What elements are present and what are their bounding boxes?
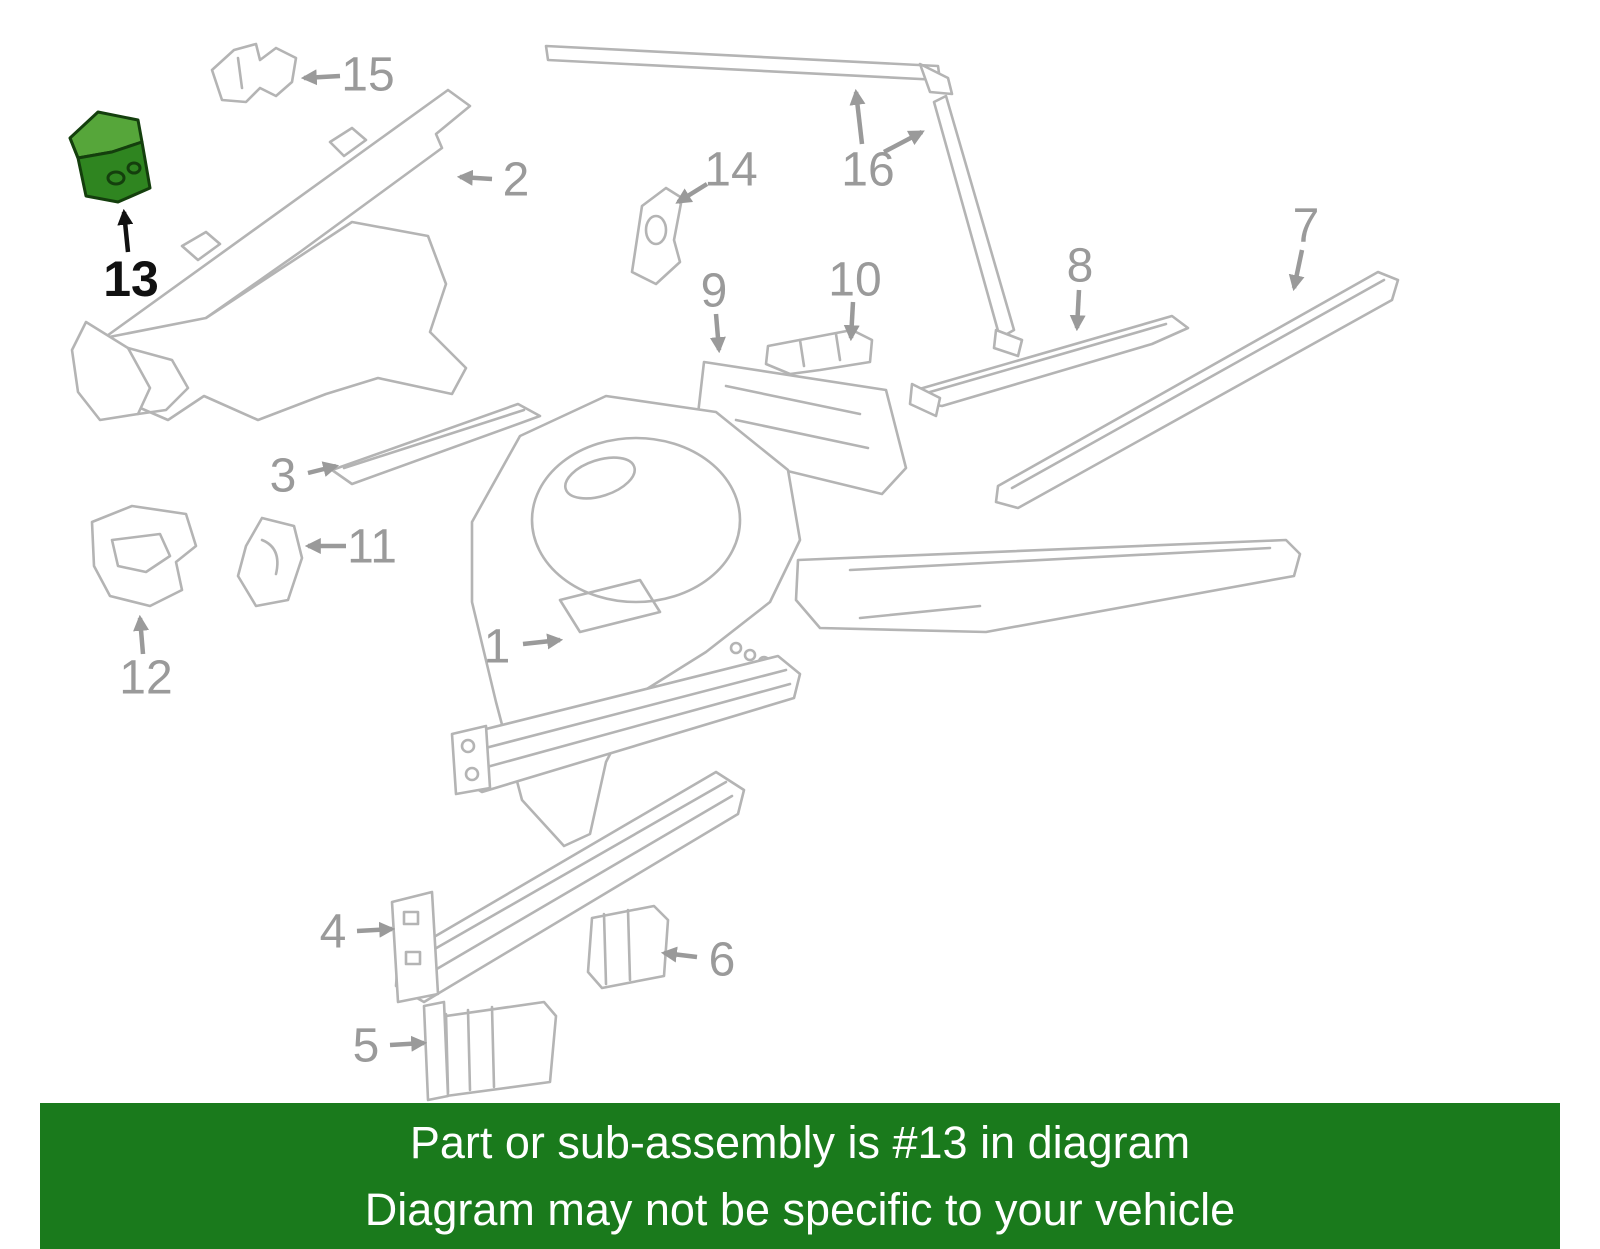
- callout-arrow-13: [117, 208, 134, 253]
- banner-line-1: Part or sub-assembly is #13 in diagram: [409, 1116, 1191, 1168]
- callout-arrow-16: [882, 130, 925, 154]
- part-7-outline: [994, 270, 1400, 510]
- part-16-outline: [544, 44, 1024, 358]
- part-3-outline: [330, 402, 542, 486]
- part-11-outline: [236, 516, 304, 608]
- callout-arrow-1: [522, 633, 564, 650]
- callout-arrow-9: [709, 313, 726, 354]
- part-5-outline: [422, 1000, 558, 1102]
- callout-arrow-3: [307, 461, 340, 477]
- callout-arrow-14: [675, 182, 709, 204]
- banner-line-2: Diagram may not be specific to your vehi…: [364, 1184, 1236, 1235]
- callout-arrow-16: [849, 88, 866, 145]
- callout-label-14: 14: [704, 144, 757, 197]
- callout-label-12: 12: [119, 652, 172, 705]
- callout-arrow-2: [456, 169, 493, 186]
- part-10-outline: [764, 328, 874, 376]
- callout-label-5: 5: [353, 1020, 380, 1073]
- part-13-edge: [68, 137, 80, 159]
- part-4-outline: [390, 770, 746, 1004]
- callout-arrow-10: [843, 301, 860, 342]
- part-13-hole: [126, 161, 142, 175]
- callout-label-11: 11: [347, 521, 397, 574]
- callout-arrows: [117, 69, 1305, 1052]
- callout-label-7: 7: [1293, 200, 1320, 253]
- callout-arrow-12: [133, 614, 150, 655]
- callout-label-16: 16: [841, 144, 894, 197]
- callout-label-3: 3: [270, 450, 297, 503]
- highlighted-part-13: [68, 110, 152, 204]
- callout-label-6: 6: [709, 934, 736, 987]
- callout-arrow-6: [660, 946, 698, 963]
- callout-label-9: 9: [701, 265, 728, 318]
- callout-label-13: 13: [103, 251, 159, 307]
- part-6-outline: [586, 904, 670, 990]
- callout-arrow-15: [300, 69, 341, 86]
- callout-label-10: 10: [828, 254, 881, 307]
- callout-arrow-4: [356, 921, 396, 938]
- callout-arrow-8: [1069, 289, 1086, 332]
- callout-label-8: 8: [1067, 240, 1094, 293]
- part-13-hole: [106, 170, 126, 186]
- part-14-outline: [630, 186, 684, 286]
- callout-arrow-7: [1288, 249, 1305, 292]
- part-15-outline: [210, 42, 298, 104]
- callout-label-15: 15: [341, 49, 394, 102]
- diagram-line-art: [70, 42, 1400, 1102]
- callout-arrow-5: [389, 1035, 428, 1052]
- notice-banner: Part or sub-assembly is #13 in diagram D…: [40, 1103, 1560, 1249]
- part-12-outline: [90, 504, 198, 608]
- part-2-outline: [70, 88, 472, 422]
- callout-label-2: 2: [503, 154, 530, 207]
- callout-label-4: 4: [320, 906, 347, 959]
- part-1-outline: [450, 394, 1302, 848]
- callout-label-1: 1: [484, 621, 511, 674]
- part-8-outline: [908, 314, 1190, 418]
